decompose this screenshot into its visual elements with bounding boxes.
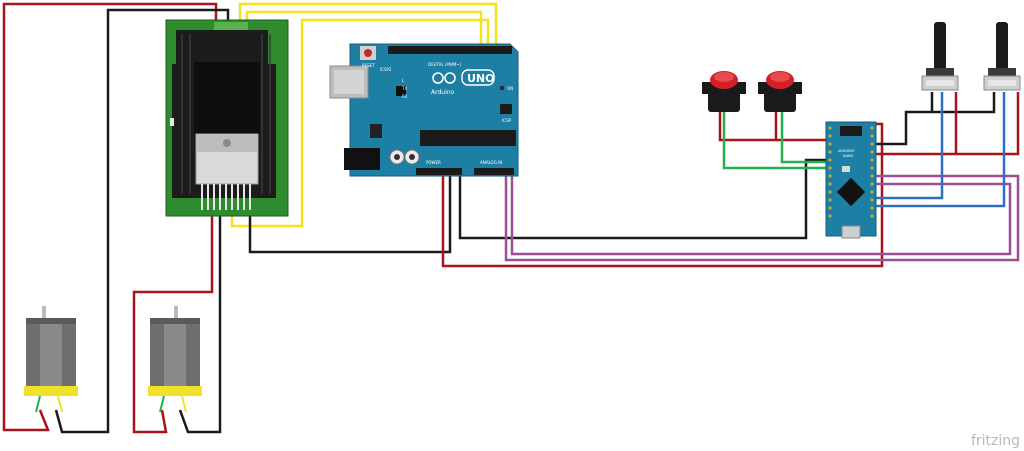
arduino-logo-icon — [432, 72, 456, 84]
push-button-2[interactable] — [758, 71, 802, 112]
wire-motor1-red — [2, 2, 218, 432]
fritzing-watermark: fritzing — [970, 433, 1020, 449]
wire-gnd-driver-uno — [248, 172, 452, 254]
l-label: L — [402, 78, 405, 83]
dc-jack — [344, 148, 380, 170]
arduino-nano: ARDUINO NANO — [825, 121, 877, 239]
wire-motor2-black — [178, 214, 222, 434]
arduino-uno: RESET DIGITAL (PWM~) POWER ANALOG IN UNO… — [329, 43, 519, 177]
wire-button1-green — [722, 112, 832, 170]
analog-label: ANALOG IN — [480, 160, 502, 165]
wire-purple-1 — [504, 172, 1020, 262]
icsp-label: ICSP2 — [380, 67, 392, 72]
wire-yellow-1 — [238, 2, 498, 50]
push-button-1[interactable] — [702, 71, 746, 112]
nano-model-text: NANO — [843, 154, 854, 158]
potentiometer-1[interactable] — [921, 22, 959, 91]
wire-yellow-3 — [230, 18, 490, 228]
nano-brand-text: ARDUINO — [838, 149, 855, 153]
wire-motor2-red — [132, 214, 214, 434]
wire-yellow-2 — [245, 10, 483, 50]
arduino-brand-text: Arduino — [431, 89, 455, 96]
wire-button2-green — [780, 112, 832, 164]
wire-pot-black — [876, 92, 996, 146]
motor-driver-module — [165, 19, 289, 217]
wire-pot1-blue — [876, 92, 944, 200]
wire-motor1-black — [54, 8, 230, 434]
wire-pot2-blue — [876, 92, 1006, 208]
wire-purple-2 — [510, 172, 1012, 256]
potentiometer-2[interactable] — [983, 22, 1021, 91]
digital-label: DIGITAL (PWM~) — [428, 62, 462, 67]
tx-label: TX — [401, 86, 407, 91]
rx-label: RX — [402, 94, 408, 99]
icsp1-label: ICSP — [502, 118, 512, 123]
uno-logo-text: UNO — [467, 72, 495, 85]
on-label: ON — [507, 86, 513, 91]
nano-chip — [836, 177, 866, 207]
nano-usb-port — [841, 225, 861, 239]
digital-header — [388, 46, 512, 54]
reset-label: RESET — [362, 63, 375, 68]
atmega-chip — [420, 130, 516, 146]
dc-motor-1 — [24, 306, 78, 413]
analog-header — [474, 168, 514, 175]
power-label: POWER — [426, 160, 441, 165]
wire-5v-uno-nano — [441, 122, 884, 268]
power-header — [416, 168, 462, 175]
wire-button1-red — [718, 112, 840, 142]
wire-gnd-uno-nano — [458, 158, 830, 240]
dc-motor-2 — [148, 306, 202, 413]
